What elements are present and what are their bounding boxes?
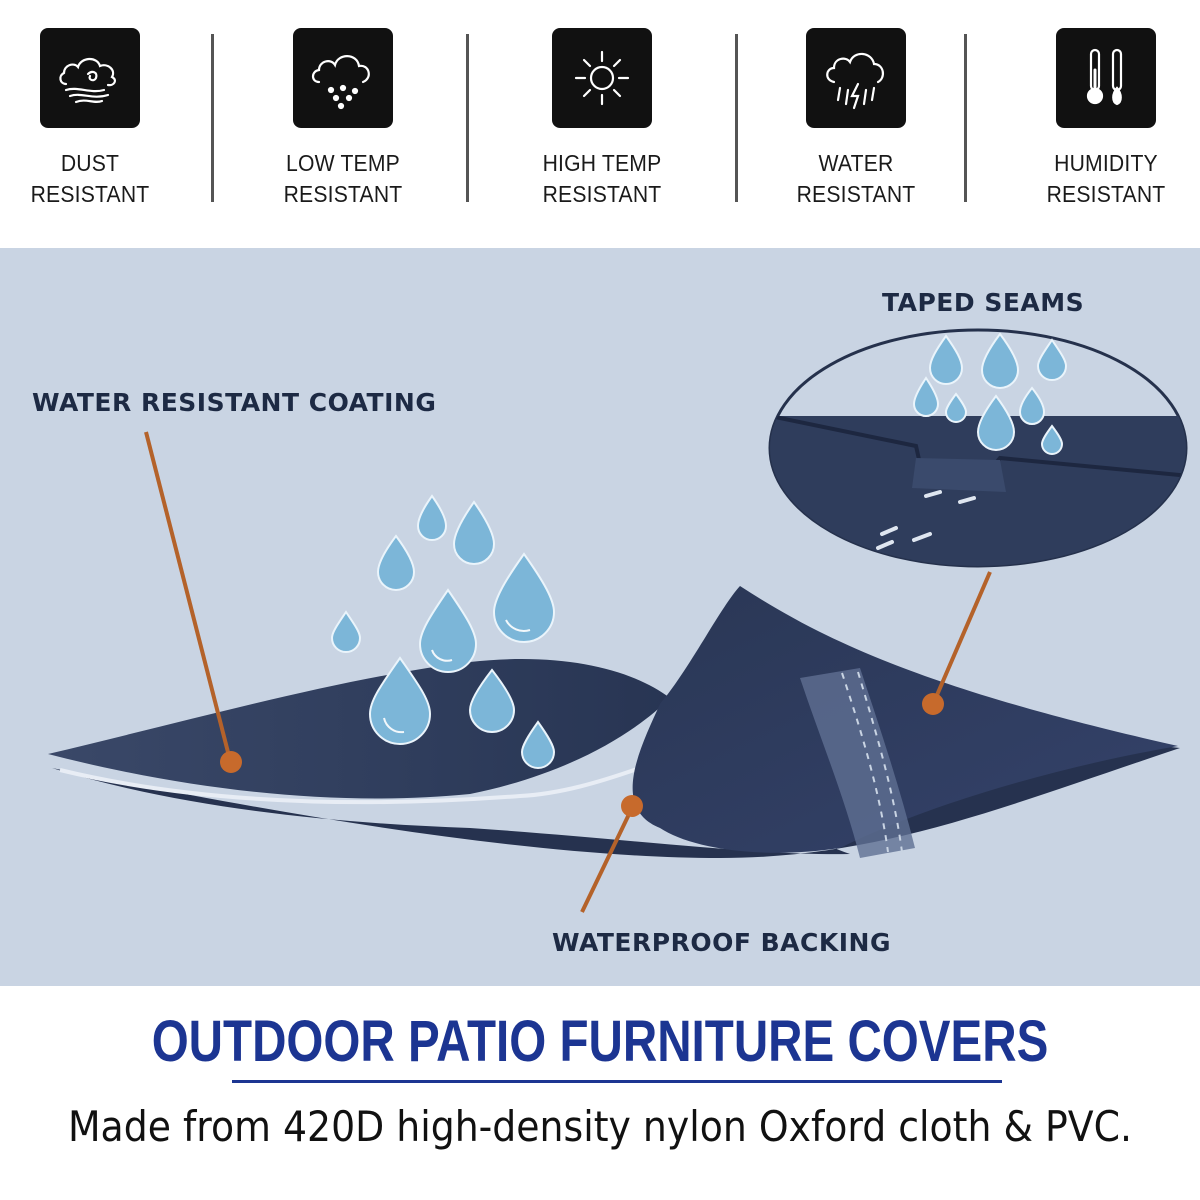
feature-divider	[211, 34, 214, 202]
water-drop-icon	[418, 588, 478, 673]
feature-label: LOW TEMP RESISTANT	[283, 150, 403, 207]
feature-dust: DUST RESISTANT	[0, 28, 190, 210]
headline: OUTDOOR PATIO FURNITURE COVERS	[151, 1009, 1049, 1074]
feature-water: WATER RESISTANT	[756, 28, 956, 210]
headline-underline	[232, 1080, 1002, 1083]
fabric-illustration: WATER RESISTANT COATING TAPED SEAMS WATE…	[0, 248, 1200, 986]
water-drop-icon	[1036, 338, 1068, 381]
feature-divider	[735, 34, 738, 202]
water-drop-icon	[912, 376, 940, 417]
seams-marker-dot	[922, 693, 944, 715]
water-drop-icon	[520, 720, 556, 769]
callout-waterproof-backing: WATERPROOF BACKING	[552, 928, 891, 957]
callout-water-resistant-coating: WATER RESISTANT COATING	[32, 388, 437, 417]
coating-marker-dot	[220, 751, 242, 773]
feature-label: WATER RESISTANT	[796, 150, 916, 207]
feature-divider	[964, 34, 967, 202]
lens-water-drops	[912, 332, 1068, 455]
water-drop-icon	[980, 332, 1020, 389]
leader-lines	[144, 431, 992, 913]
backing-leader-line	[580, 807, 634, 913]
water-drop-icon	[416, 494, 448, 541]
water-drop-icon	[468, 668, 516, 733]
water-drop-icon	[1040, 424, 1064, 455]
feature-strip: DUST RESISTANT LOW TEMP RESISTANT	[0, 0, 1200, 248]
water-drop-icon	[376, 534, 416, 591]
leader-dots	[220, 693, 944, 817]
backing-marker-dot	[621, 795, 643, 817]
feature-label: HUMIDITY RESISTANT	[1046, 150, 1166, 207]
water-drop-icon	[452, 500, 496, 565]
water-drop-icon	[492, 552, 556, 643]
feature-humidity: HUMIDITY RESISTANT	[1006, 28, 1200, 210]
sun-icon	[552, 28, 652, 128]
water-drop-icon	[330, 610, 362, 653]
snow-cloud-icon	[293, 28, 393, 128]
thermometer-icon	[1056, 28, 1156, 128]
feature-label: HIGH TEMP RESISTANT	[542, 150, 662, 207]
seams-leader-line	[932, 571, 992, 703]
feature-high-temp: HIGH TEMP RESISTANT	[502, 28, 702, 210]
fabric-flap	[632, 586, 1178, 853]
feature-label: DUST RESISTANT	[30, 150, 150, 207]
water-resistant-coating-layer	[48, 659, 670, 799]
coating-leader-line	[144, 431, 232, 761]
dust-cloud-icon	[40, 28, 140, 128]
callout-taped-seams: TAPED SEAMS	[882, 288, 1085, 317]
feature-low-temp: LOW TEMP RESISTANT	[243, 28, 443, 210]
water-drop-icon	[1018, 386, 1046, 425]
taped-seams-detail	[768, 328, 1188, 568]
material-description: Made from 420D high-density nylon Oxford…	[67, 1102, 1133, 1151]
storm-cloud-icon	[806, 28, 906, 128]
taped-seam-stripe	[800, 668, 915, 858]
product-title-block: OUTDOOR PATIO FURNITURE COVERS Made from…	[0, 986, 1200, 1200]
fabric-scene	[48, 328, 1188, 913]
water-drop-icon	[976, 394, 1016, 451]
feature-divider	[466, 34, 469, 202]
water-drop-icon	[928, 334, 964, 385]
fabric-edge	[59, 766, 641, 805]
water-drop-icon	[944, 392, 968, 423]
